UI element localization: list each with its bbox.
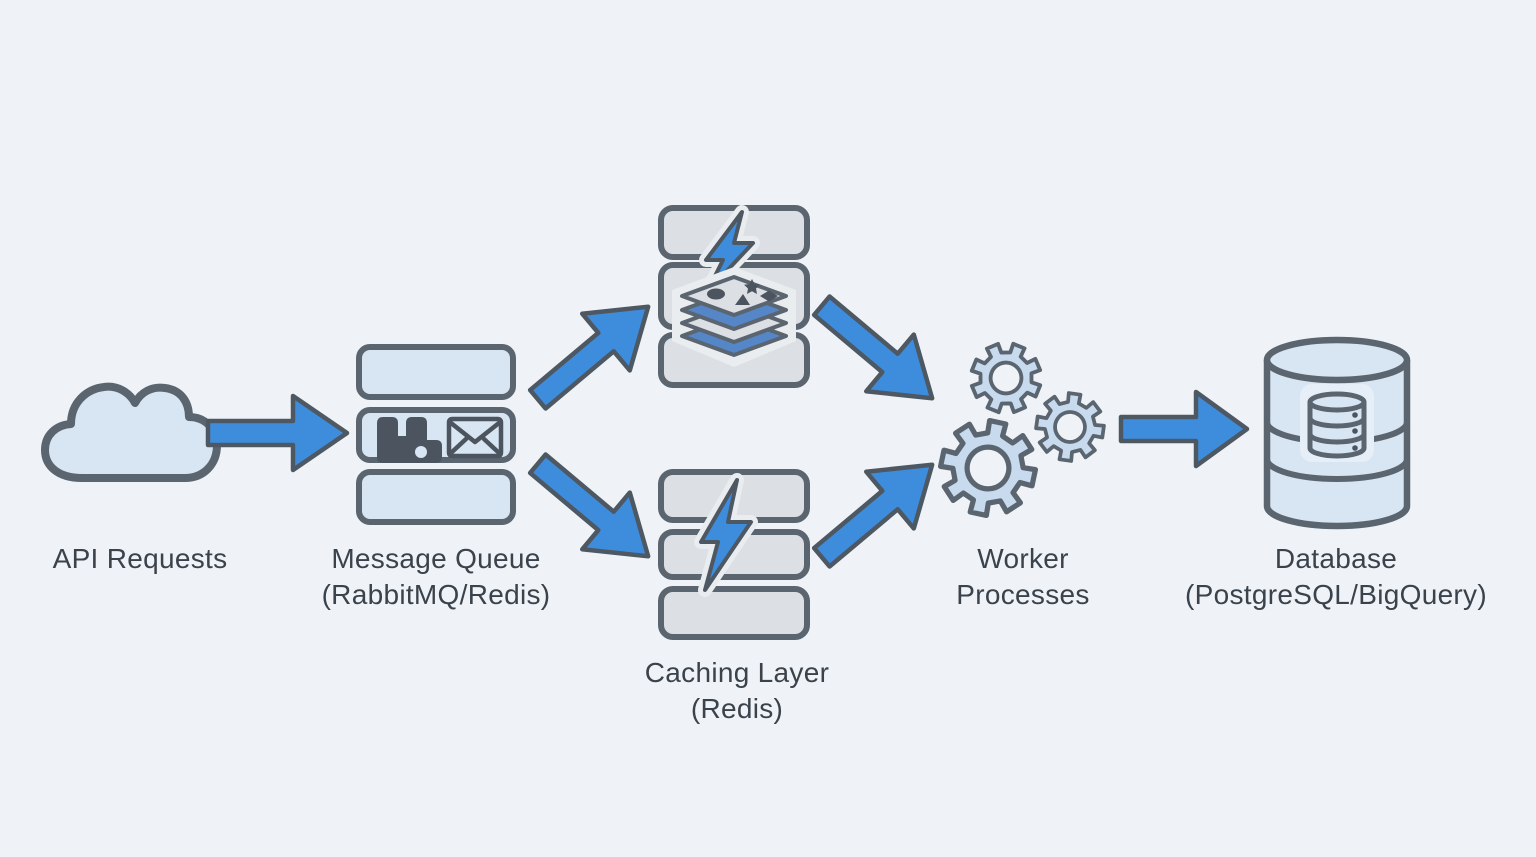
lightning-cache-stack-icon bbox=[656, 468, 812, 658]
redis-stack-icon bbox=[672, 267, 796, 367]
gear-top bbox=[959, 331, 1053, 425]
arrow-fastpath-to-workers bbox=[794, 273, 960, 431]
label-db-line2: (PostgreSQL/BigQuery) bbox=[1185, 579, 1487, 610]
redis-lightning-stack-icon bbox=[656, 203, 812, 393]
arrow-workers-to-db bbox=[1118, 389, 1250, 469]
label-api-requests: API Requests bbox=[30, 541, 250, 577]
label-database: Database (PostgreSQL/BigQuery) bbox=[1156, 541, 1516, 613]
label-cache-line2: (Redis) bbox=[690, 693, 784, 724]
lightning-icon bbox=[694, 473, 758, 597]
envelope-icon bbox=[446, 416, 504, 459]
gear-large bbox=[933, 413, 1044, 524]
label-workers-line2: Processes bbox=[956, 579, 1090, 610]
arrow-queue-to-cache bbox=[510, 431, 676, 589]
message-queue-stack-icon bbox=[355, 343, 517, 529]
label-workers-line1: Worker bbox=[977, 543, 1069, 574]
label-api-line1: API Requests bbox=[52, 543, 228, 574]
gears-icon bbox=[933, 331, 1115, 538]
label-queue-line2: (RabbitMQ/Redis) bbox=[321, 579, 551, 610]
label-caching-layer: Caching Layer (Redis) bbox=[606, 655, 868, 727]
cloud-icon bbox=[38, 372, 228, 490]
gear-right bbox=[1030, 387, 1110, 467]
rabbitmq-icon bbox=[377, 417, 442, 463]
label-db-line1: Database bbox=[1274, 543, 1398, 574]
database-cylinder-icon bbox=[1262, 336, 1412, 550]
arrow-cache-to-workers bbox=[794, 432, 960, 590]
label-message-queue: Message Queue (RabbitMQ/Redis) bbox=[305, 541, 567, 613]
mini-database-icon bbox=[1300, 384, 1374, 462]
label-cache-line1: Caching Layer bbox=[644, 657, 830, 688]
label-worker-processes: Worker Processes bbox=[913, 541, 1133, 613]
label-queue-line1: Message Queue bbox=[331, 543, 541, 574]
arrow-api-to-queue bbox=[205, 393, 350, 473]
arrow-queue-to-fastpath bbox=[510, 274, 676, 432]
